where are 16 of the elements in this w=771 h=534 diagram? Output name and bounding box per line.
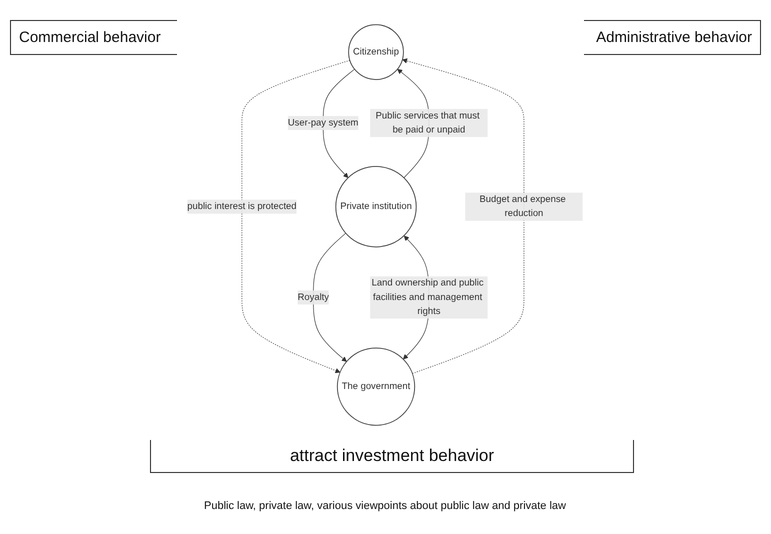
node-circle: Private institution bbox=[335, 166, 417, 248]
note: Public law, private law, various viewpoints about public law and private law bbox=[203, 500, 567, 512]
bracket-label: Commercial behavior bbox=[10, 20, 177, 55]
node-circle: Citizenship bbox=[348, 24, 404, 80]
edge-label: Royalty bbox=[298, 292, 329, 302]
edge-label: Land ownership and public facilities and management rights bbox=[372, 278, 484, 316]
edge-label: User-pay system bbox=[288, 118, 358, 128]
arrow bbox=[313, 232, 347, 362]
bracket-label: Administrative behavior bbox=[584, 20, 761, 55]
arrow bbox=[322, 68, 355, 178]
edge-label: Budget and expense reduction bbox=[480, 194, 566, 218]
node-circle: The government bbox=[336, 348, 416, 426]
edge-label: Public services that must be paid or unpaid bbox=[376, 110, 480, 135]
edge-label: public interest is protected bbox=[187, 201, 297, 212]
arrow bbox=[242, 60, 350, 374]
bracket-label: attract investment behavior bbox=[150, 440, 634, 473]
